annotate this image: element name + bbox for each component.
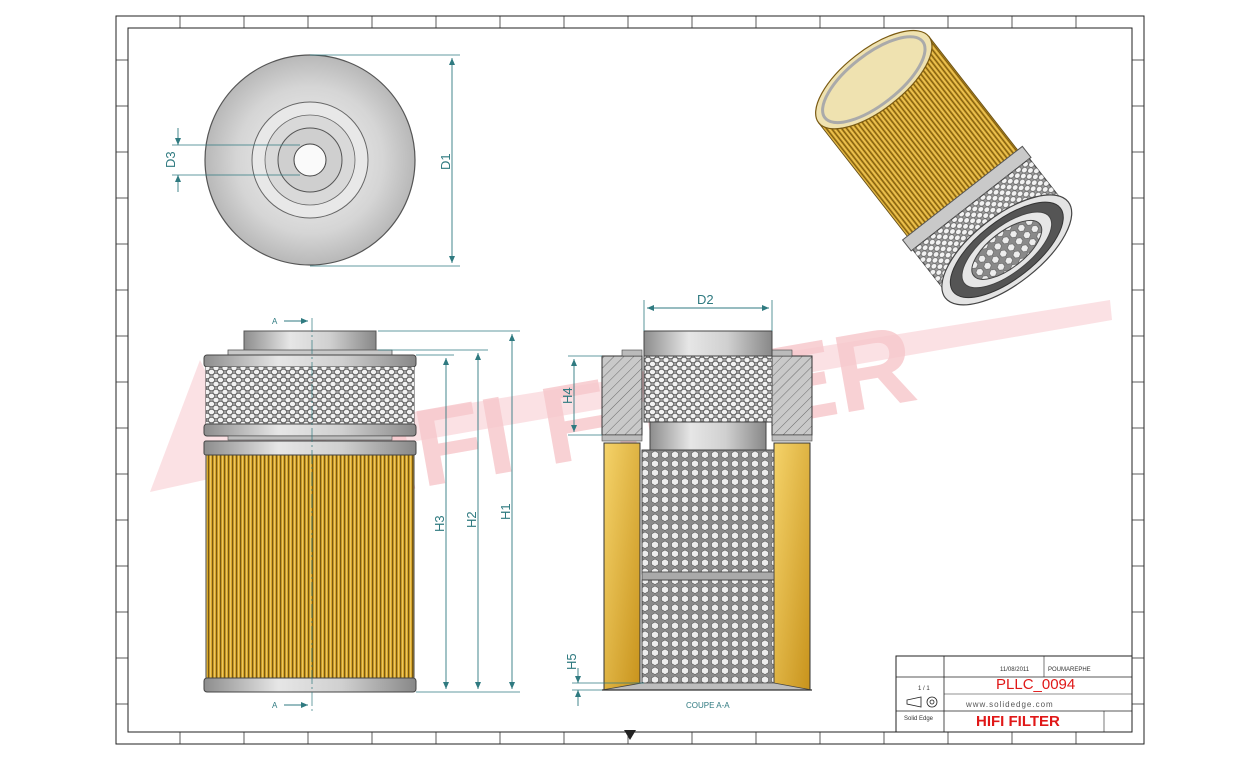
dim-h4: H4 [560, 355, 602, 436]
dim-d1: D1 [310, 54, 460, 267]
date: 11/08/2011 [1000, 667, 1030, 673]
projection-symbol-icon [906, 696, 938, 708]
part-number: PLLC_0094 [996, 676, 1075, 693]
section-marker-bottom: A [272, 701, 308, 710]
top-view [204, 54, 416, 266]
dim-d2-label: D2 [697, 292, 714, 307]
dim-h5-label: H5 [564, 653, 579, 670]
dim-h4-label: H4 [560, 387, 575, 404]
dim-h3: H3 [416, 354, 454, 689]
brand-name: HIFI FILTER [976, 713, 1060, 730]
software-name: Solid Edge [904, 716, 934, 722]
dim-h2: H2 [378, 349, 488, 689]
bottom-center-mark [624, 730, 636, 740]
dim-h5: H5 [564, 653, 644, 706]
dim-h2-label: H2 [464, 511, 479, 528]
section-label: COUPE A-A [686, 701, 730, 710]
dim-h3-label: H3 [432, 515, 447, 532]
svg-text:A: A [272, 317, 278, 326]
dim-d3: D3 [163, 128, 300, 192]
drawn-by: POUMAREPHE [1048, 667, 1091, 673]
title-block: POUMAREPHE 11/08/2011 1 / 1 PLLC_0094 ww… [895, 655, 1133, 733]
dim-h1: H1 [378, 330, 520, 693]
dim-d2: D2 [643, 292, 773, 331]
software-url: www.solidedge.com [965, 700, 1054, 709]
section-marker-top: A [272, 317, 308, 326]
dim-d1-label: D1 [438, 153, 453, 170]
isometric-view [815, 29, 1073, 306]
border-grid-ticks [116, 16, 1144, 744]
dim-d3-label: D3 [163, 151, 178, 168]
dim-h1-label: H1 [498, 503, 513, 520]
svg-text:A: A [272, 701, 278, 710]
sheet-number: 1 / 1 [918, 686, 930, 692]
front-view [203, 318, 417, 712]
section-view [601, 330, 813, 691]
